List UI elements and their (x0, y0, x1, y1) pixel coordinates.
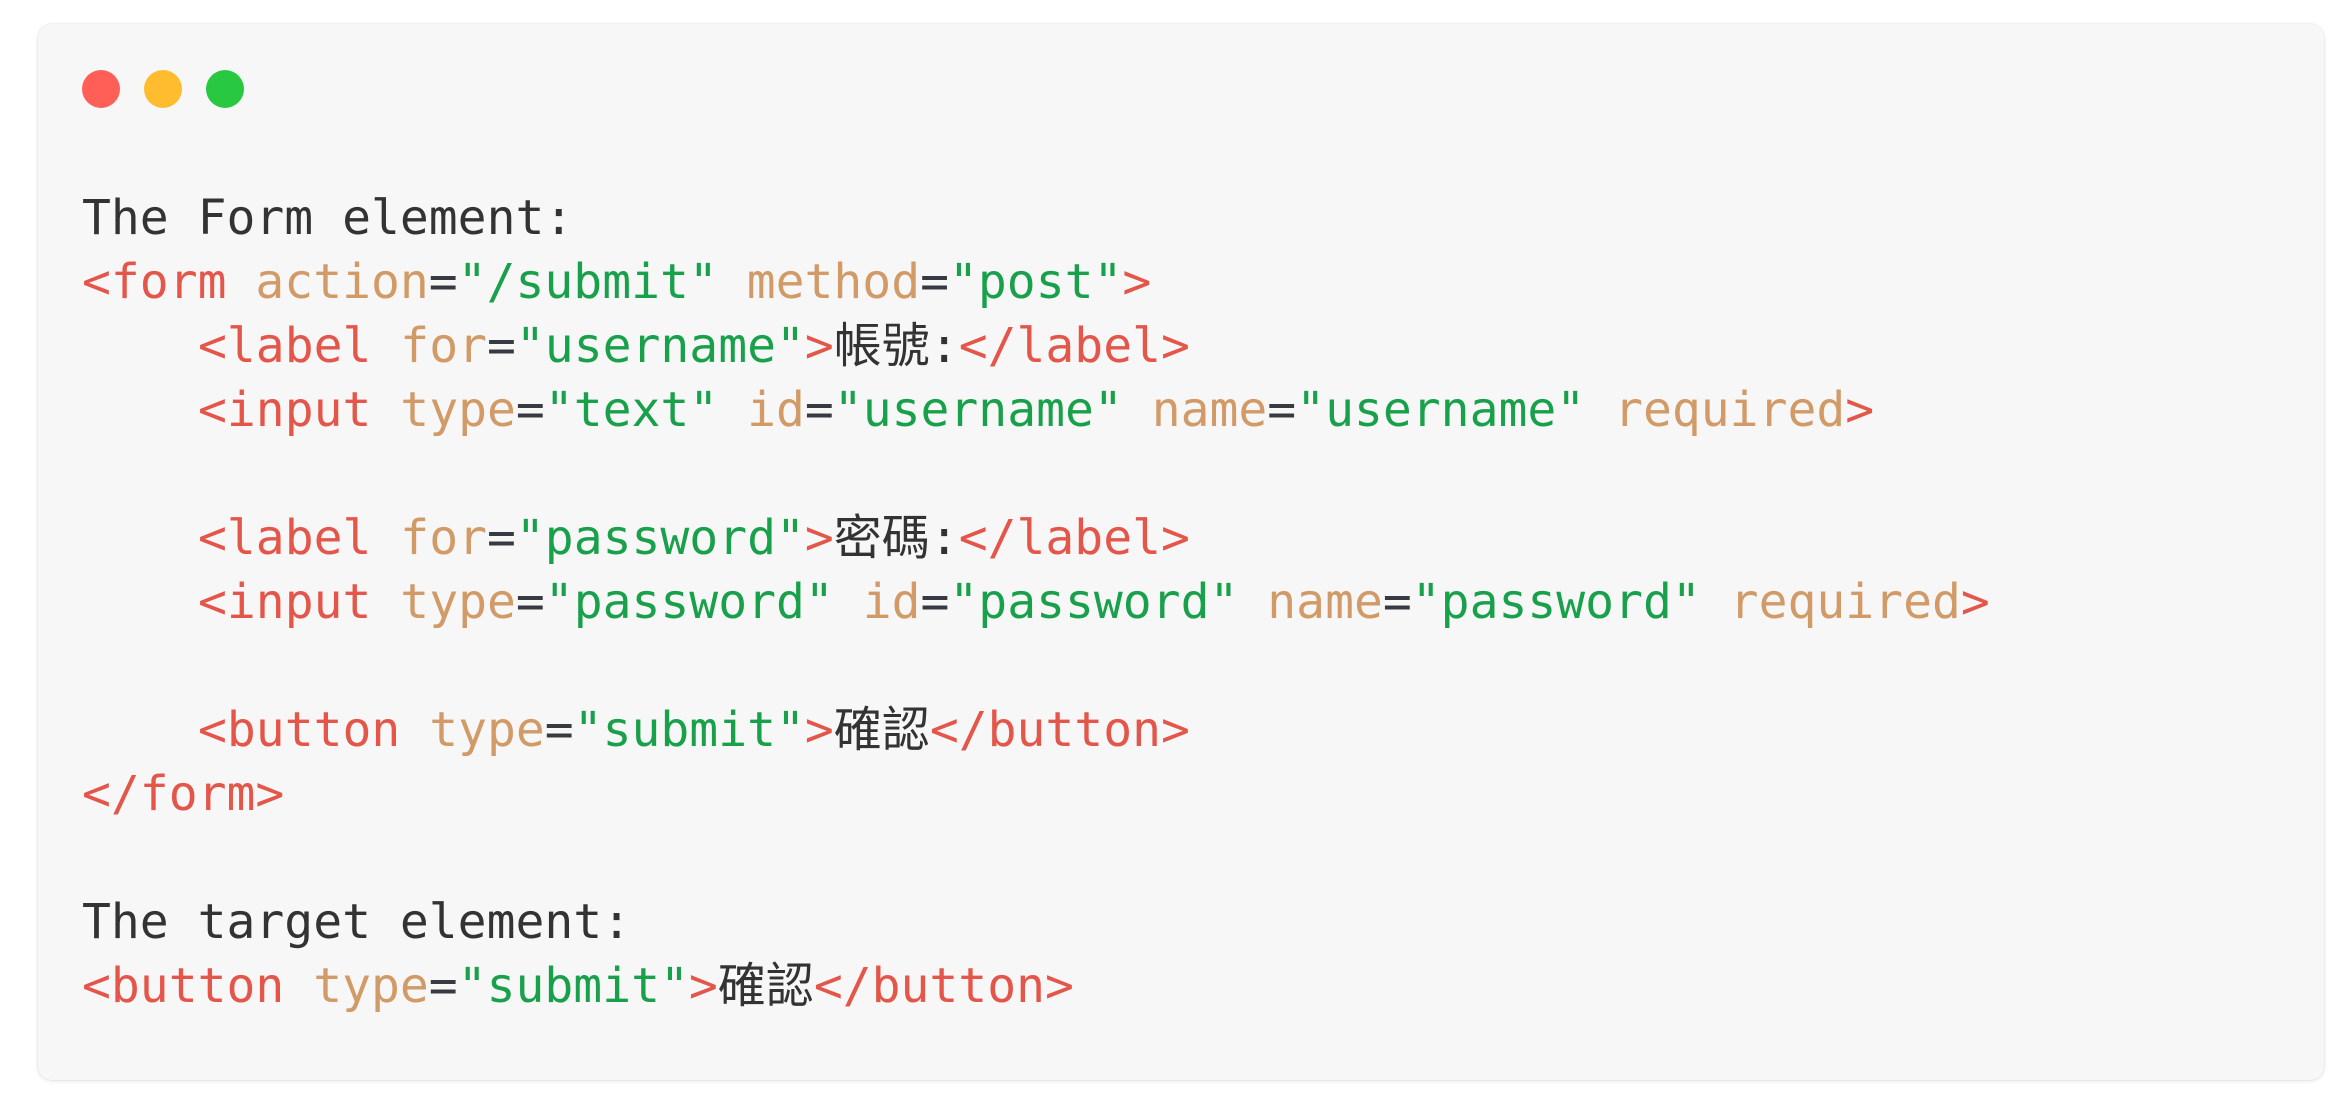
eq-token: = (428, 958, 458, 1014)
eq-token: = (804, 382, 834, 438)
tag-token: <button (198, 702, 401, 758)
button-text: 確認 (833, 702, 930, 758)
code-line-label-username: <label for="username">帳號:</label> (82, 314, 1990, 378)
eq-token: = (515, 574, 545, 630)
target-heading: The target element: (82, 894, 632, 950)
tag-token: <label (198, 318, 372, 374)
attr-token: name (1267, 574, 1383, 630)
string-token: "/submit" (457, 254, 718, 310)
attr-token: required (1729, 574, 1961, 630)
tag-close-token: > (1960, 574, 1990, 630)
eq-token: = (544, 702, 574, 758)
tag-close-token: > (804, 510, 834, 566)
end-tag-token: </label> (958, 510, 1190, 566)
end-tag-token: </button> (929, 702, 1190, 758)
string-token: "submit" (573, 702, 805, 758)
tag-close-token: > (804, 318, 834, 374)
code-block: The Form element:<form action="/submit" … (82, 186, 1990, 1018)
attr-token: action (255, 254, 429, 310)
attr-token: type (400, 382, 516, 438)
attr-token: method (746, 254, 921, 310)
string-token: "username" (833, 382, 1123, 438)
string-token: "username" (1296, 382, 1586, 438)
attr-token: for (400, 510, 487, 566)
attr-token: name (1151, 382, 1268, 438)
close-dot-icon[interactable] (82, 70, 120, 108)
string-token: "submit" (457, 958, 689, 1014)
attr-token: id (747, 382, 805, 438)
tag-token: <button (82, 958, 285, 1014)
code-line-label-password: <label for="password">密碼:</label> (82, 506, 1990, 570)
string-token: "password" (1411, 574, 1701, 630)
tag-close-token: > (688, 958, 718, 1014)
window-controls (82, 70, 244, 108)
code-line-form-close: </form> (82, 766, 285, 822)
code-line-blank (82, 442, 1990, 506)
tag-token: <form (82, 254, 227, 310)
eq-token: = (487, 318, 516, 374)
eq-token: = (428, 254, 458, 310)
attr-token: id (862, 574, 921, 630)
string-token: "post" (949, 254, 1123, 310)
code-line-blank (82, 634, 1990, 698)
code-line-target-button: <button type="submit">確認</button> (82, 954, 1990, 1018)
attr-token: for (400, 318, 487, 374)
eq-token: = (1267, 382, 1297, 438)
tag-token: <input (198, 574, 372, 630)
eq-token: = (487, 510, 516, 566)
tag-token: <label (198, 510, 372, 566)
eq-token: = (1382, 574, 1412, 630)
minimize-dot-icon[interactable] (144, 70, 182, 108)
eq-token: = (920, 254, 949, 310)
attr-token: type (313, 958, 429, 1014)
string-token: "password" (949, 574, 1239, 630)
tag-close-token: > (1845, 382, 1875, 438)
string-token: "text" (544, 382, 719, 438)
end-tag-token: </label> (958, 318, 1190, 374)
code-line-blank (82, 826, 1990, 890)
tag-close-token: > (1122, 254, 1152, 310)
attr-token: required (1614, 382, 1846, 438)
code-line-input-username: <input type="text" id="username" name="u… (82, 378, 1990, 442)
tag-close-token: > (804, 702, 834, 758)
end-tag-token: </button> (813, 958, 1074, 1014)
code-window: The Form element:<form action="/submit" … (38, 24, 2324, 1080)
eq-token: = (515, 382, 545, 438)
code-line-input-password: <input type="password" id="password" nam… (82, 570, 1990, 634)
attr-token: type (400, 574, 516, 630)
eq-token: = (920, 574, 950, 630)
attr-token: type (429, 702, 545, 758)
maximize-dot-icon[interactable] (206, 70, 244, 108)
code-line-button: <button type="submit">確認</button> (82, 698, 1990, 762)
string-token: "username" (515, 318, 805, 374)
string-token: "password" (544, 574, 834, 630)
string-token: "password" (515, 510, 805, 566)
code-line-form-open: <form action="/submit" method="post"> (82, 250, 1990, 314)
form-heading: The Form element: (82, 190, 574, 246)
label-text: 密碼: (833, 510, 959, 566)
label-text: 帳號: (833, 318, 959, 374)
tag-token: <input (198, 382, 372, 438)
button-text: 確認 (717, 958, 814, 1014)
